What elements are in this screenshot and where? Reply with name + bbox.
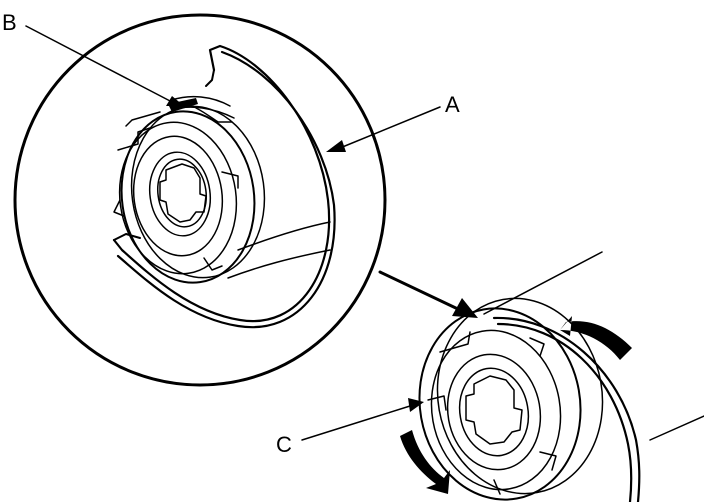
label-a: A (445, 92, 460, 117)
detail-clip-b (168, 95, 235, 123)
main-view (400, 251, 704, 502)
magnify-arrow (378, 270, 478, 318)
detail-ring-a (112, 44, 336, 329)
callout-b: B (2, 10, 184, 106)
detail-circle (13, 13, 387, 387)
detail-view (13, 13, 387, 387)
clip-b-shading (168, 98, 198, 112)
main-collar (418, 297, 604, 501)
label-b: B (2, 10, 17, 35)
rotate-arrow-top-icon (560, 316, 632, 360)
main-shaft (483, 251, 704, 441)
detail-collar (113, 105, 266, 284)
main-ring (492, 316, 641, 502)
callout-c: C (276, 398, 424, 457)
label-c: C (276, 432, 292, 457)
detail-shaft (227, 221, 331, 279)
rotate-arrow-bottom-icon (400, 430, 450, 494)
callout-a: A (326, 92, 460, 152)
